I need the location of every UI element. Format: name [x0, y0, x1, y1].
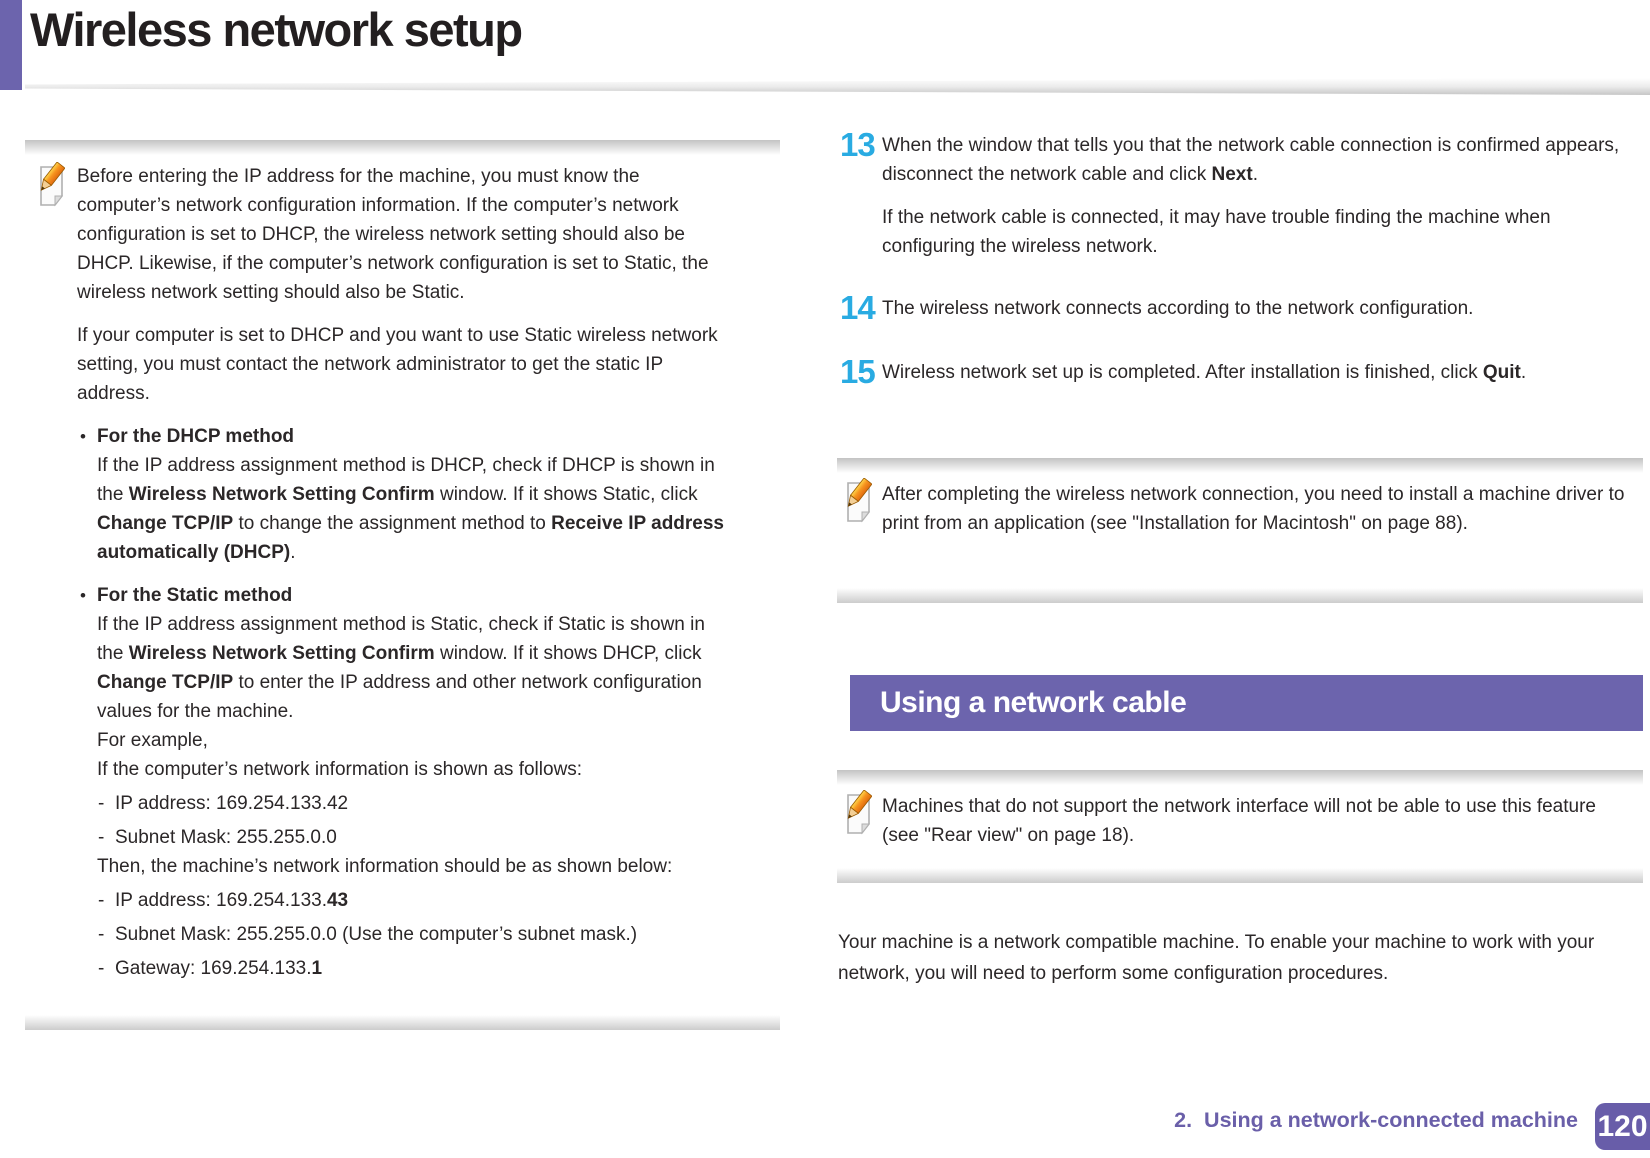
step-paragraph: If the network cable is connected, it ma… [882, 207, 1551, 257]
dash-item-computer-subnet: Subnet Mask: 255.255.0.0 [97, 823, 732, 852]
step-item-14: 14 The wireless network connects accordi… [840, 291, 1642, 325]
note-box-install-driver: After completing the wireless network co… [837, 458, 1643, 603]
note-paragraph: Before entering the IP address for the m… [77, 166, 709, 303]
step-paragraph: The wireless network connects according … [882, 298, 1474, 319]
note-paragraph: Machines that do not support the network… [882, 796, 1596, 846]
closing-paragraph: Your machine is a network compatible mac… [838, 932, 1595, 984]
note-bottom-rule [25, 1015, 780, 1030]
section-header-title: Using a network cable [880, 686, 1187, 719]
page-title: Wireless network setup [30, 3, 523, 56]
example-line: If the computer’s network information is… [97, 759, 583, 780]
note-top-rule [837, 458, 1643, 473]
note-box-ip-address-info: Before entering the IP address for the m… [25, 140, 780, 1030]
step-list: 13 When the window that tells you that t… [840, 128, 1642, 419]
note-content: After completing the wireless network co… [837, 458, 1643, 556]
dash-item-machine-subnet: Subnet Mask: 255.255.0.0 (Use the comput… [97, 920, 732, 949]
pencil-note-icon [38, 161, 72, 213]
title-accent-bar [0, 0, 22, 90]
step-paragraph: When the window that tells you that the … [882, 135, 1620, 185]
dash-item-machine-gateway: Gateway: 169.254.133.1 [97, 954, 732, 983]
step-item-13: 13 When the window that tells you that t… [840, 128, 1642, 261]
section-header-banner: Using a network cable [850, 675, 1643, 731]
note-bottom-rule [837, 868, 1643, 883]
note-paragraph: If your computer is set to DHCP and you … [77, 325, 718, 404]
note-top-rule [837, 770, 1643, 785]
dash-item-computer-ip: IP address: 169.254.133.42 [97, 789, 732, 818]
step-paragraph: Wireless network set up is completed. Af… [882, 362, 1527, 383]
step-item-15: 15 Wireless network set up is completed.… [840, 355, 1642, 389]
note-box-network-interface: Machines that do not support the network… [837, 770, 1643, 883]
bullet-item-dhcp-method: For the DHCP method If the IP address as… [77, 422, 732, 567]
page-number: 120 [1597, 1109, 1648, 1143]
then-line: Then, the machine’s network information … [97, 856, 673, 877]
note-content: Before entering the IP address for the m… [25, 140, 780, 1003]
pencil-note-icon [845, 789, 879, 841]
note-bottom-rule [837, 588, 1643, 603]
step-number: 13 [840, 126, 876, 163]
note-top-rule [25, 140, 780, 155]
page-number-badge: 120 [1595, 1103, 1650, 1150]
step-text: When the window that tells you that the … [882, 128, 1642, 261]
example-line: For example, [97, 730, 208, 751]
note-content: Machines that do not support the network… [837, 770, 1643, 868]
bullet-title: For the Static method [97, 585, 293, 606]
step-text: The wireless network connects according … [882, 291, 1473, 325]
pencil-note-icon [845, 477, 879, 529]
step-number: 14 [840, 289, 876, 326]
dash-item-machine-ip: IP address: 169.254.133.43 [97, 886, 732, 915]
step-number: 15 [840, 353, 876, 390]
title-divider [25, 78, 1650, 95]
bullet-body: If the IP address assignment method is D… [97, 455, 724, 563]
bullet-item-static-method: For the Static method If the IP address … [77, 581, 732, 983]
note-paragraph: After completing the wireless network co… [882, 484, 1625, 534]
bullet-title: For the DHCP method [97, 426, 295, 447]
bullet-body: If the IP address assignment method is S… [97, 614, 705, 722]
step-text: Wireless network set up is completed. Af… [882, 355, 1526, 389]
footer-chapter-label: 2. Using a network-connected machine [1174, 1108, 1578, 1132]
